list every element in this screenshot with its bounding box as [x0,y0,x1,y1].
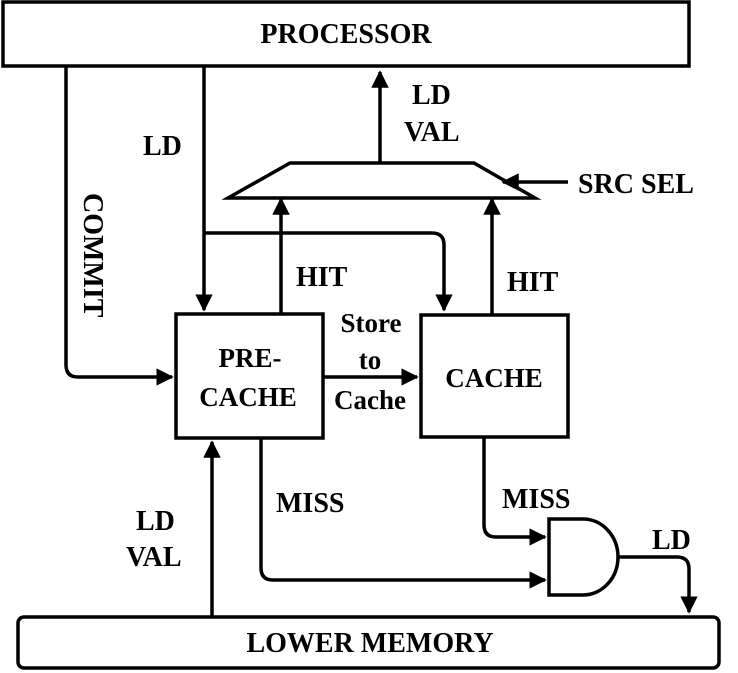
store-to-cache-label-line2: to [359,345,382,375]
hit-label-precache: HIT [296,262,348,293]
store-to-cache-label-line3: Cache [334,385,406,415]
pre-cache-label-line1: PRE- [219,343,282,373]
ld-val-top-label-line1: LD [412,80,451,111]
pre-cache-label-line2: CACHE [199,382,297,412]
store-to-cache-label-line1: Store [341,308,402,338]
lower-memory-block: LOWER MEMORY [16,615,721,670]
ld-out-label: LD [652,525,691,556]
pre-cache-block: PRE- CACHE [174,312,325,440]
processor-label: PROCESSOR [260,19,432,50]
miss-label-cache: MISS [502,484,570,515]
precache-miss-wire [259,438,547,589]
miss-and-gate [547,517,620,597]
ld-label-top: LD [143,131,182,162]
ld-val-bottom-label-line1: LD [136,506,175,537]
commit-wire [64,66,174,386]
processor-block: PROCESSOR [1,0,691,68]
cache-label: CACHE [445,363,543,393]
lower-memory-label: LOWER MEMORY [246,628,493,659]
miss-label-precache: MISS [276,488,344,519]
hit-label-cache: HIT [507,267,559,298]
ld-wire-to-cache [204,231,453,312]
commit-label: COMMIT [77,193,108,318]
ld-out-wire [618,555,698,614]
cache-block: CACHE [419,313,570,439]
src-select-mux [221,161,542,200]
cache-miss-wire [482,437,547,546]
src-sel-label: SRC SEL [578,169,694,200]
ld-val-top-label-line2: VAL [404,117,460,148]
ld-val-bottom-label-line2: VAL [126,542,182,573]
